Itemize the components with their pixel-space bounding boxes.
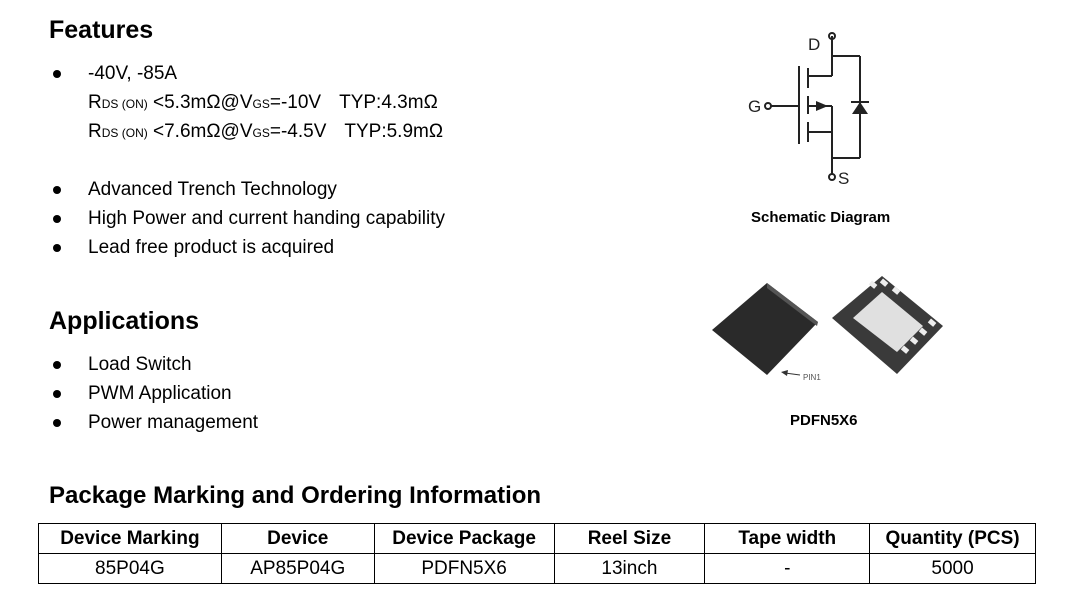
pin-g-label: G <box>748 97 761 116</box>
bullet-icon <box>53 215 61 223</box>
list-item: -40V, -85A <box>49 59 177 88</box>
rdson-spec-1: RDS (ON) <5.3mΩ@VGS=-10V TYP:4.3mΩ <box>88 93 438 112</box>
mosfet-schematic: D G S <box>748 32 869 188</box>
list-item: Load Switch <box>49 350 258 379</box>
list-item-text: Load Switch <box>88 354 192 375</box>
features-list-top: -40V, -85A <box>49 59 177 88</box>
table-header-cell: Reel Size <box>553 523 706 554</box>
pin-d-label: D <box>808 35 820 54</box>
table-header-row: Device Marking Device Device Package Ree… <box>38 523 1036 554</box>
rdson-spec-2: RDS (ON) <7.6mΩ@VGS=-4.5V TYP:5.9mΩ <box>88 122 443 141</box>
schematic-label: Schematic Diagram <box>751 209 891 226</box>
spec-r: R <box>88 92 102 113</box>
spec-val: =-4.5V <box>269 121 327 142</box>
bullet-icon <box>53 186 61 194</box>
list-item: Lead free product is acquired <box>49 233 445 262</box>
table-cell: 13inch <box>553 553 706 584</box>
list-item: Power management <box>49 408 258 437</box>
table-row: 85P04G AP85P04G PDFN5X6 13inch - 5000 <box>38 553 1036 584</box>
bullet-icon <box>53 419 61 427</box>
table-header-cell: Device <box>220 523 375 554</box>
spec-vsub: GS <box>252 97 270 111</box>
table-cell: 5000 <box>869 553 1036 584</box>
table-header-cell: Device Package <box>373 523 555 554</box>
package-image: PIN1 <box>712 276 943 382</box>
package-label: PDFN5X6 <box>790 412 858 429</box>
list-item: PWM Application <box>49 379 258 408</box>
list-item: Advanced Trench Technology <box>49 175 445 204</box>
list-item: High Power and current handing capabilit… <box>49 204 445 233</box>
list-item-text: Advanced Trench Technology <box>88 179 337 200</box>
list-item-text: Power management <box>88 412 259 433</box>
feature-rating: -40V, -85A <box>88 63 178 84</box>
applications-title: Applications <box>49 307 200 335</box>
spec-cond: <5.3mΩ@V <box>147 92 253 113</box>
bullet-icon <box>53 244 61 252</box>
spec-cond: <7.6mΩ@V <box>147 121 253 142</box>
spec-vsub: GS <box>252 126 270 140</box>
features-title: Features <box>49 16 154 44</box>
features-list: Advanced Trench Technology High Power an… <box>49 175 445 262</box>
spec-val: =-10V <box>269 92 322 113</box>
spec-sub: DS (ON) <box>101 97 148 111</box>
ordering-title: Package Marking and Ordering Information <box>49 482 542 509</box>
list-item-text: High Power and current handing capabilit… <box>88 208 445 229</box>
table-header-cell: Device Marking <box>38 523 222 554</box>
table-cell: 85P04G <box>38 553 222 584</box>
table-cell: - <box>704 553 871 584</box>
table-header-cell: Quantity (PCS) <box>869 523 1036 554</box>
ordering-table: Device Marking Device Device Package Ree… <box>38 523 1036 584</box>
spec-typ: TYP:4.3mΩ <box>339 92 438 113</box>
spec-r: R <box>88 121 102 142</box>
applications-list: Load Switch PWM Application Power manage… <box>49 350 258 437</box>
spec-typ: TYP:5.9mΩ <box>344 121 444 142</box>
table-cell: AP85P04G <box>220 553 375 584</box>
list-item-text: Lead free product is acquired <box>88 237 335 258</box>
list-item-text: PWM Application <box>88 383 232 404</box>
bullet-icon <box>53 390 61 398</box>
pin-s-label: S <box>838 169 849 188</box>
table-header-cell: Tape width <box>704 523 871 554</box>
bullet-icon <box>53 70 61 78</box>
spec-sub: DS (ON) <box>101 126 148 140</box>
bullet-icon <box>53 361 61 369</box>
pin1-label: PIN1 <box>803 373 821 382</box>
table-cell: PDFN5X6 <box>373 553 555 584</box>
